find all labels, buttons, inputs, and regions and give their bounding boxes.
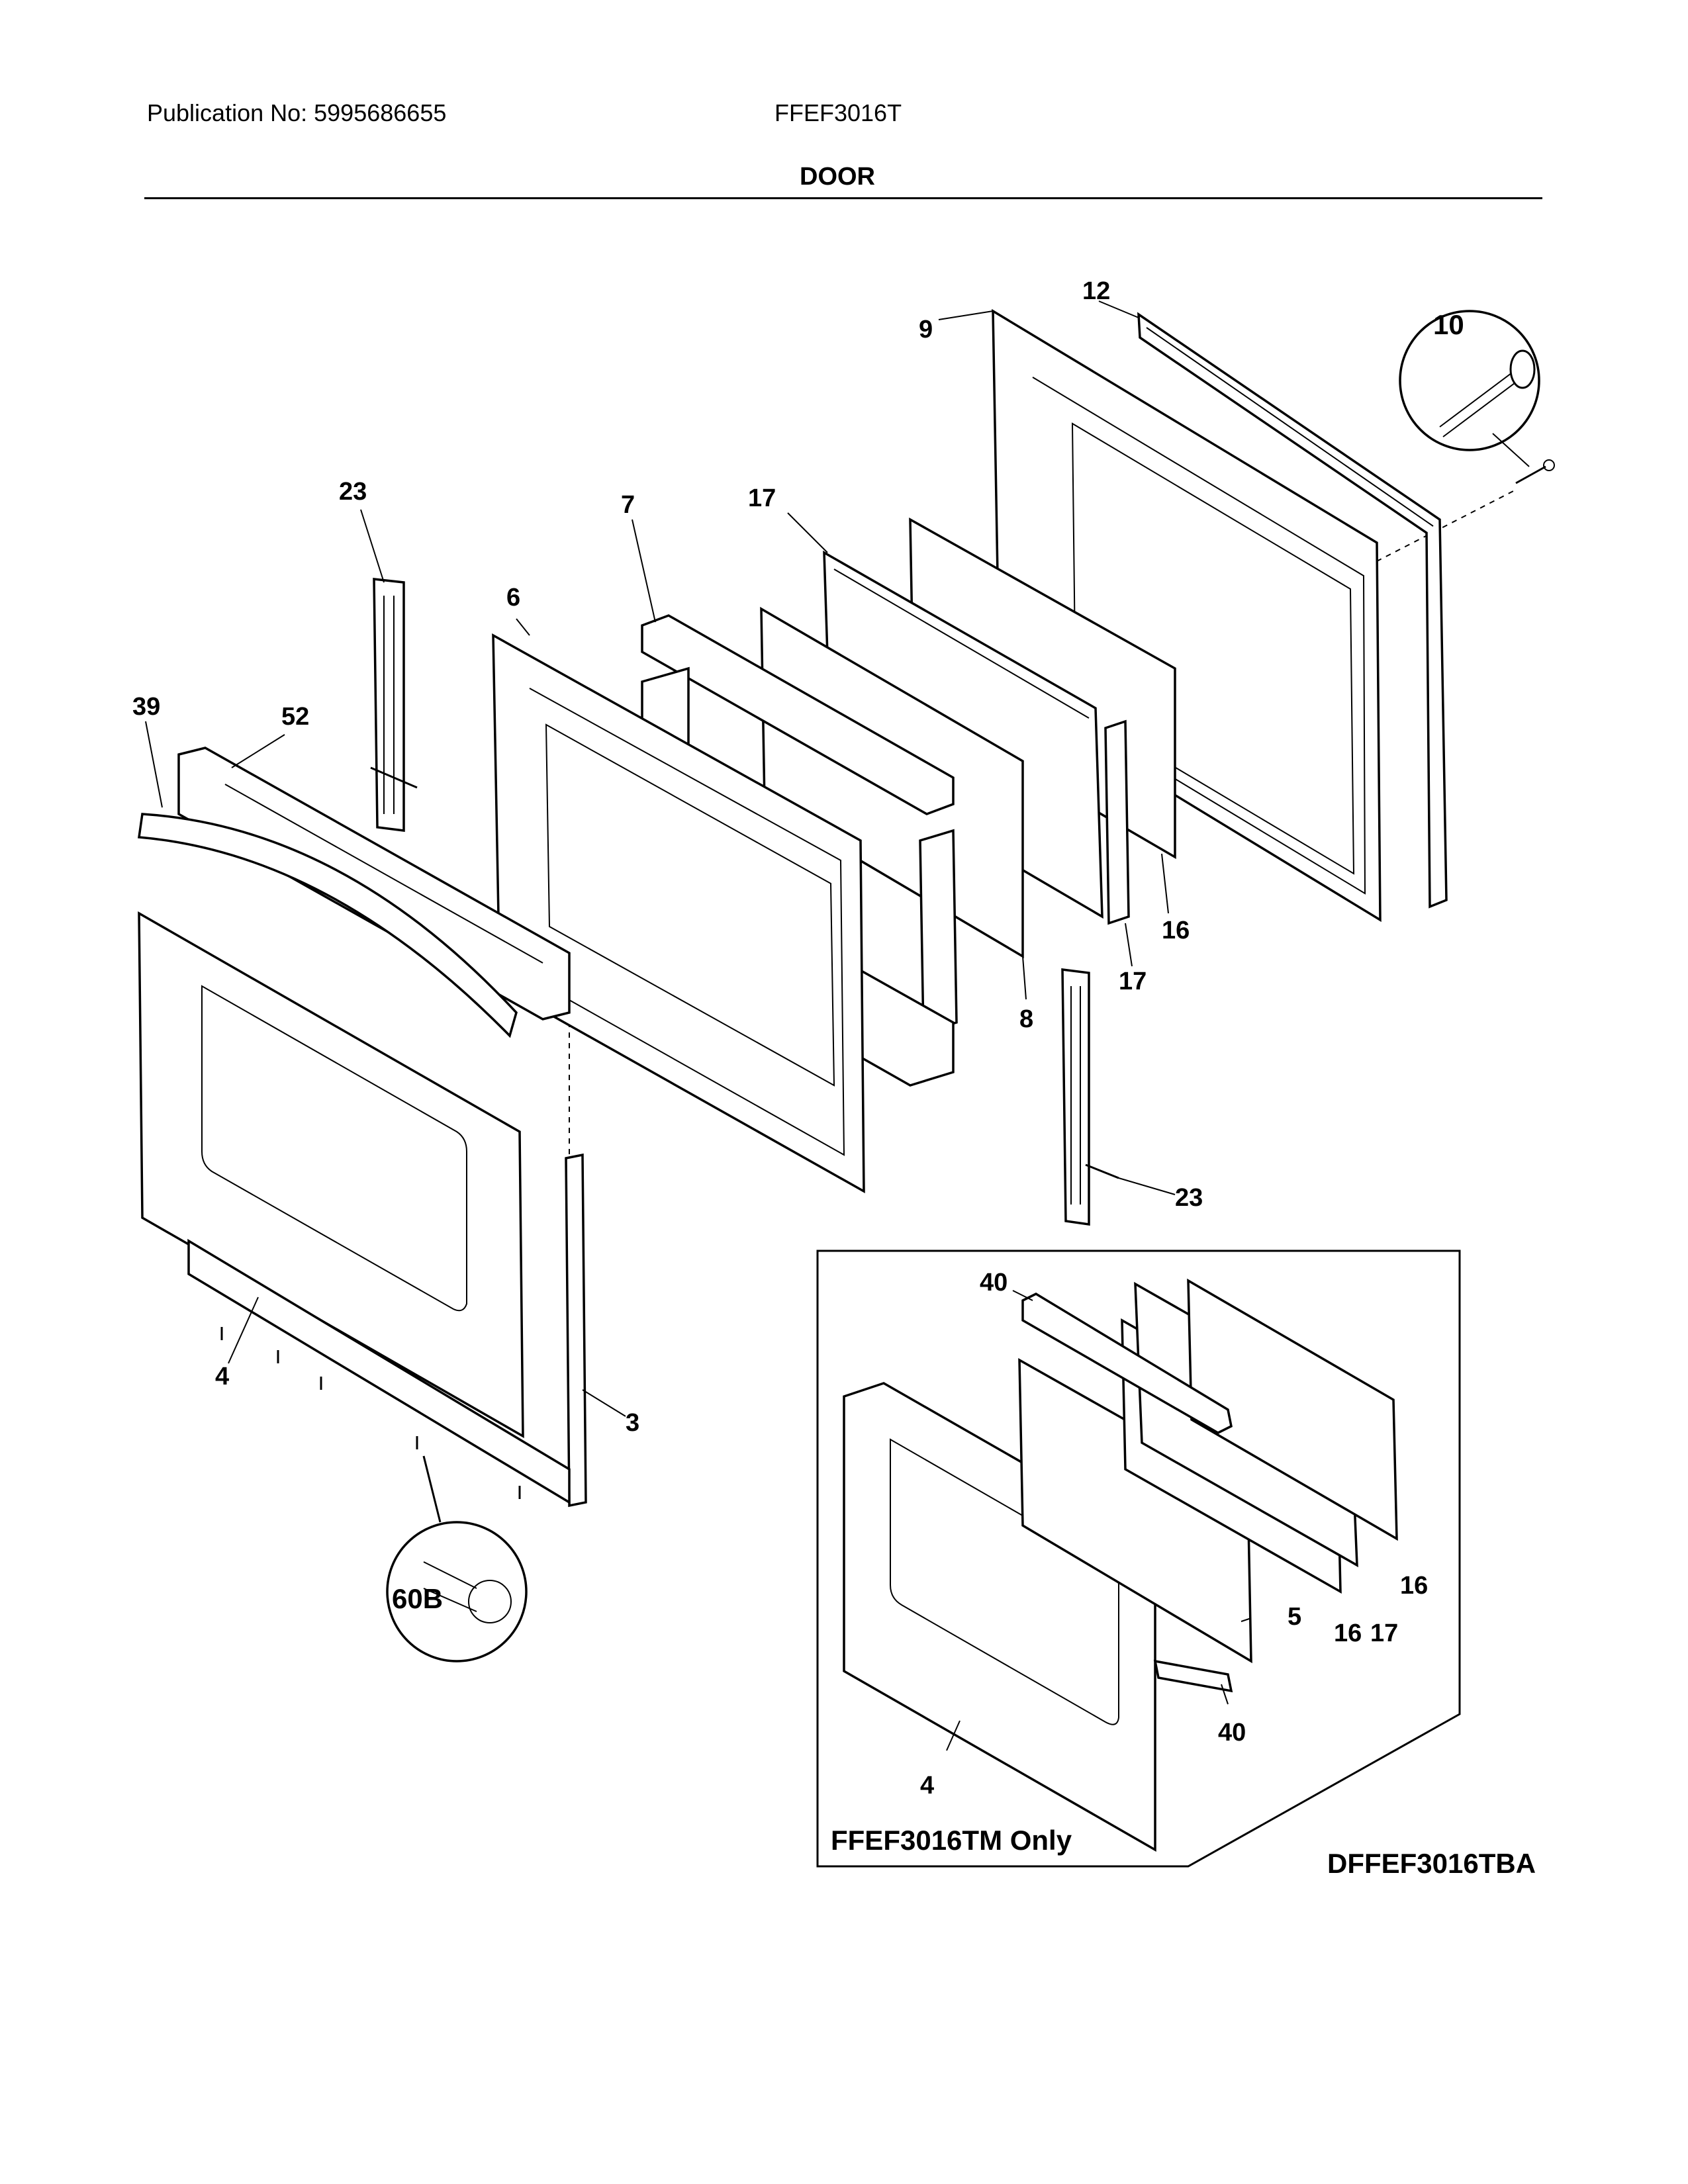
callout-17-lower: 17: [1119, 968, 1147, 995]
section-title: DOOR: [800, 163, 875, 191]
callout-12: 12: [1082, 277, 1110, 305]
callout-3: 3: [626, 1409, 639, 1437]
callout-7: 7: [621, 491, 635, 519]
glass-frame-lower-part: [1104, 719, 1130, 925]
bolt-detail-part: [1399, 310, 1555, 484]
hinge-lower-part: [1061, 968, 1119, 1226]
model-number: FFEF3016T: [774, 99, 902, 126]
callout-60b: 60B: [392, 1583, 443, 1614]
door-gasket-part: [1137, 312, 1448, 909]
inset-label: FFEF3016TM Only: [831, 1825, 1072, 1856]
callout-5: 5: [1288, 1603, 1301, 1631]
door-handle-part: [138, 813, 518, 1038]
callout-23-upper: 23: [339, 478, 367, 506]
callout-16-inset: 16: [1334, 1619, 1362, 1647]
callout-16-inset-right: 16: [1400, 1572, 1428, 1600]
callout-4-inset: 4: [920, 1772, 934, 1799]
callout-6: 6: [506, 584, 520, 612]
callout-17-upper: 17: [748, 484, 776, 512]
callout-40-bottom: 40: [1218, 1719, 1246, 1747]
header-rule: [144, 197, 1542, 199]
callout-17-inset: 17: [1370, 1619, 1398, 1647]
callout-23-lower: 23: [1175, 1184, 1203, 1212]
door-trim-part: [177, 747, 571, 1021]
door-frame-part: [187, 1153, 587, 1508]
callout-8: 8: [1019, 1005, 1033, 1033]
diagram-code: DFFEF3016TBA: [1327, 1848, 1536, 1879]
outer-door-panel-part: [138, 911, 524, 1439]
tm-inset-box: [816, 1250, 1461, 1868]
callout-leaders: [145, 300, 1176, 1417]
door-liner-part: [492, 633, 865, 1194]
screw-detail-part: [386, 1455, 528, 1662]
callout-39: 39: [132, 693, 160, 721]
callout-10: 10: [1433, 309, 1464, 340]
hinge-upper-part: [370, 578, 418, 832]
callout-9: 9: [919, 316, 933, 343]
callout-40-top: 40: [980, 1269, 1008, 1297]
publication-number: Publication No: 5995686655: [147, 99, 447, 126]
screw-parts: [220, 1327, 521, 1499]
callout-4-main: 4: [215, 1363, 229, 1390]
callout-52: 52: [281, 703, 309, 731]
callout-16-upper: 16: [1162, 917, 1190, 944]
